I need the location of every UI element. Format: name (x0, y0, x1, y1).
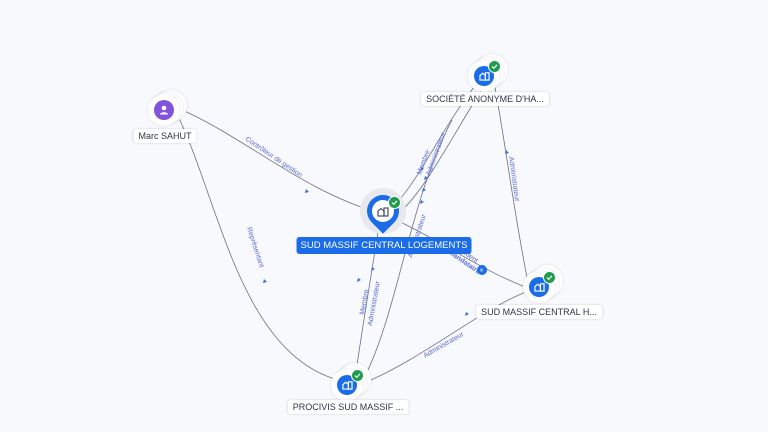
person-icon (154, 100, 174, 120)
edge-label: Membre (359, 289, 370, 316)
node-label-procivis[interactable]: PROCIVIS SUD MASSIF ... (287, 400, 409, 414)
arrow-icon (465, 312, 469, 316)
node-label-main[interactable]: SUD MASSIF CENTRAL LOGEMENTS (296, 237, 472, 254)
verified-check-icon (543, 271, 556, 284)
edge-procivis-smch[interactable] (365, 291, 527, 383)
node-label-societe[interactable]: SOCIÉTÉ ANONYME D'HA... (421, 92, 549, 106)
verified-check-icon (388, 196, 401, 209)
arrow-icon (424, 176, 428, 180)
node-label-smch[interactable]: SUD MASSIF CENTRAL H... (476, 305, 602, 319)
verified-check-icon (351, 369, 364, 382)
node-smch[interactable] (523, 265, 567, 305)
arrow-icon (305, 189, 309, 193)
edge-label: Administrateur (507, 156, 520, 202)
arrow-icon (420, 200, 424, 204)
node-person[interactable] (147, 88, 192, 130)
arrow-icon (420, 167, 424, 171)
node-label-person[interactable]: Marc SAHUT (133, 129, 197, 143)
node-procivis[interactable] (331, 363, 375, 403)
arrow-icon (263, 279, 267, 283)
verified-check-icon (488, 60, 501, 73)
arrow-icon (505, 150, 509, 154)
edge-person-procivis[interactable] (175, 111, 347, 383)
node-main[interactable] (360, 188, 408, 238)
arrow-icon (371, 267, 375, 271)
edge-person-main[interactable] (177, 107, 383, 215)
edge-label: Représentant (245, 226, 265, 268)
arrow-icon (422, 188, 426, 192)
close-glyph: × (480, 268, 484, 275)
edge-label: Contrôleur de gestion (244, 136, 303, 179)
edge-main-smch[interactable] (395, 219, 529, 289)
edge-label: Administrateur (423, 331, 466, 360)
arrow-icon (357, 278, 361, 282)
node-societe[interactable] (468, 54, 512, 94)
relation-close-icon[interactable] (477, 265, 487, 275)
